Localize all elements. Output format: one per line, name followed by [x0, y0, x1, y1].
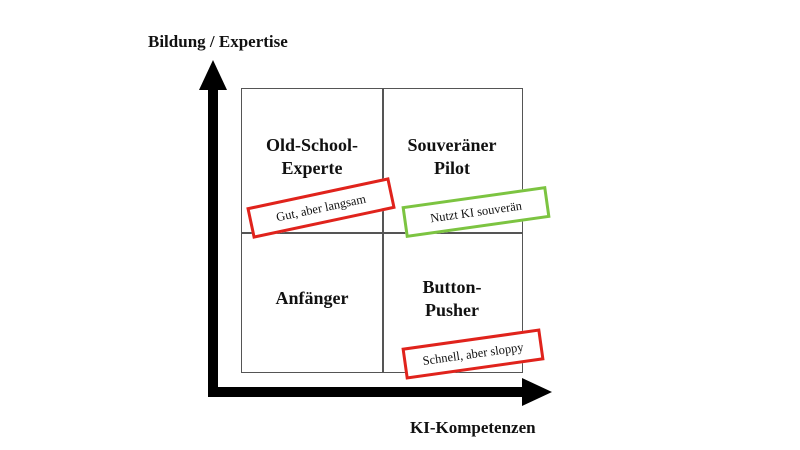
quadrant-label-line: Experte: [281, 158, 343, 178]
y-axis-line: [208, 80, 218, 397]
quadrant-label-line: Pusher: [425, 300, 479, 320]
quadrant-button-pusher: Button- Pusher: [382, 276, 522, 322]
quadrant-label-line: Anfänger: [275, 288, 349, 308]
x-axis-arrowhead: [522, 378, 552, 406]
quadrant-anfaenger: Anfänger: [242, 287, 382, 310]
quadrant-grid: [241, 88, 523, 373]
quadrant-label-line: Old-School-: [265, 135, 358, 155]
quadrant-souveraener-pilot: Souveräner Pilot: [382, 134, 522, 180]
x-axis-label: KI-Kompetenzen: [410, 418, 536, 437]
y-axis-label: Bildung / Expertise: [148, 32, 288, 51]
quadrant-label-line: Pilot: [434, 158, 470, 178]
grid-divider-horizontal: [242, 232, 522, 234]
quadrant-label-line: Souveräner: [407, 135, 497, 155]
y-axis-arrowhead: [199, 60, 227, 90]
quadrant-label-line: Button-: [422, 277, 482, 297]
quadrant-old-school-experte: Old-School- Experte: [242, 134, 382, 180]
grid-divider-vertical: [382, 89, 384, 372]
x-axis-line: [208, 387, 528, 397]
